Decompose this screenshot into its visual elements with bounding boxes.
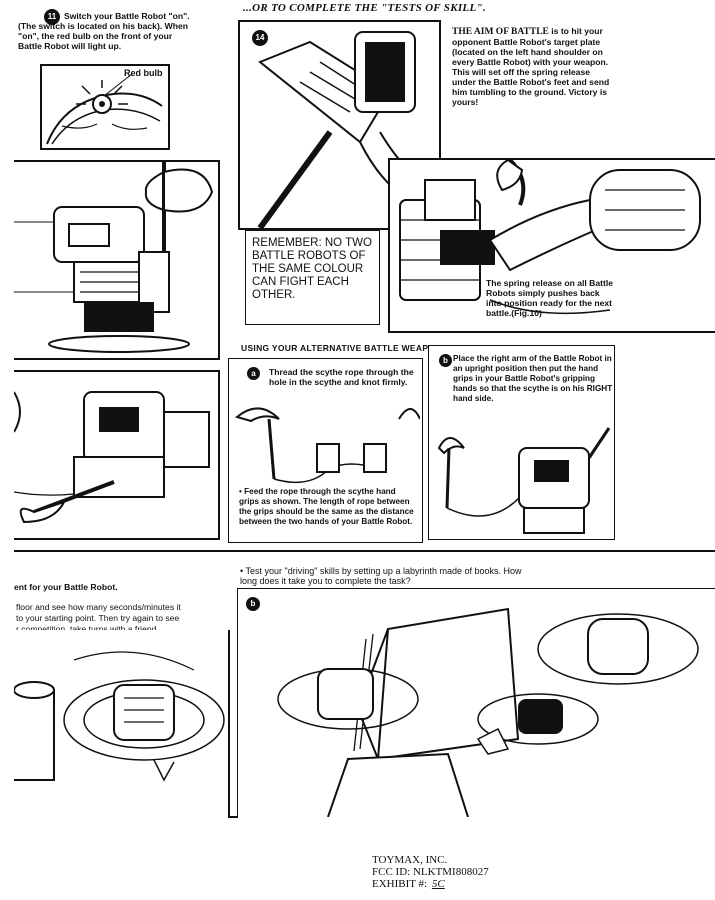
aim-of-battle-text: THE AIM OF BATTLE is to hit your opponen… [452, 26, 612, 107]
robot-with-axe-illustration [14, 162, 214, 353]
step-b-text: Place the right arm of the Battle Robot … [453, 354, 613, 403]
remember-text: REMEMBER: NO TWO BATTLE ROBOTS OF THE SA… [252, 237, 372, 301]
aim-of-battle-body: is to hit your opponent Battle Robot's t… [452, 26, 610, 107]
scythe-rope-illustration [234, 407, 420, 484]
scythe-rope-panel: a Thread the scythe rope through the hol… [228, 358, 423, 543]
red-bulb-illustration [46, 73, 163, 145]
labyrinth-illustration [277, 607, 699, 817]
feed-rope-text: • Feed the rope through the scythe hand … [239, 487, 414, 526]
footer-exhibit-label: EXHIBIT #: [372, 878, 428, 890]
alt-weapon-heading: USING YOUR ALTERNATIVE BATTLE WEAPON. [241, 343, 445, 353]
step-11-instructions: Switch your Battle Robot "on". (The swit… [18, 11, 190, 51]
footer-exhibit-handwritten: 5C [431, 878, 445, 890]
upright-arm-illustration [437, 427, 611, 534]
scythe-robot-panel [14, 370, 220, 540]
driving-left-line-4: r competition, take turns with a friend. [16, 623, 159, 634]
driving-step-badge: b [246, 597, 260, 611]
footer-fcc-id: FCC ID: NLKTMI808027 [372, 866, 489, 878]
robot-with-scythe-illustration [14, 391, 210, 524]
aim-of-battle-lead: THE AIM OF BATTLE [452, 27, 549, 37]
panel-14: 14 [238, 20, 441, 230]
step-a-badge: a [247, 367, 260, 380]
driving-left-line-3: to your starting point. Then try again t… [16, 612, 180, 623]
spring-release-panel: The spring release on all Battle Robots … [388, 158, 715, 333]
spring-release-illustration [399, 160, 701, 315]
spring-release-text: The spring release on all Battle Robots … [486, 278, 614, 318]
upright-arm-panel: b Place the right arm of the Battle Robo… [428, 345, 615, 540]
step-number-11: 11 [44, 9, 60, 25]
footer-exhibit: EXHIBIT #: 5C [372, 878, 457, 890]
driving-left-line-2: floor and see how many seconds/minutes i… [16, 601, 181, 612]
step-a-text: Thread the scythe rope through the hole … [269, 367, 414, 387]
robot-axe-panel [14, 160, 220, 360]
top-heading: ...OR TO COMPLETE THE "TESTS OF SKILL". [243, 2, 486, 14]
labyrinth-panel: b [237, 588, 715, 818]
spinning-robot-panel [14, 630, 230, 818]
panel-14-illustration [257, 31, 439, 228]
spinning-robot-illustration [14, 651, 225, 782]
driving-instructions: • Test your "driving" skills by setting … [240, 566, 522, 586]
step-number-14: 14 [252, 30, 268, 46]
red-bulb-callout: Red bulb [124, 68, 163, 78]
driving-left-line-1: ent for your Battle Robot. [14, 581, 118, 592]
red-bulb-panel: Red bulb [40, 64, 170, 150]
step-b-badge: b [439, 354, 452, 367]
footer-company: TOYMAX, INC. [372, 854, 448, 866]
remember-box: REMEMBER: NO TWO BATTLE ROBOTS OF THE SA… [245, 230, 380, 325]
